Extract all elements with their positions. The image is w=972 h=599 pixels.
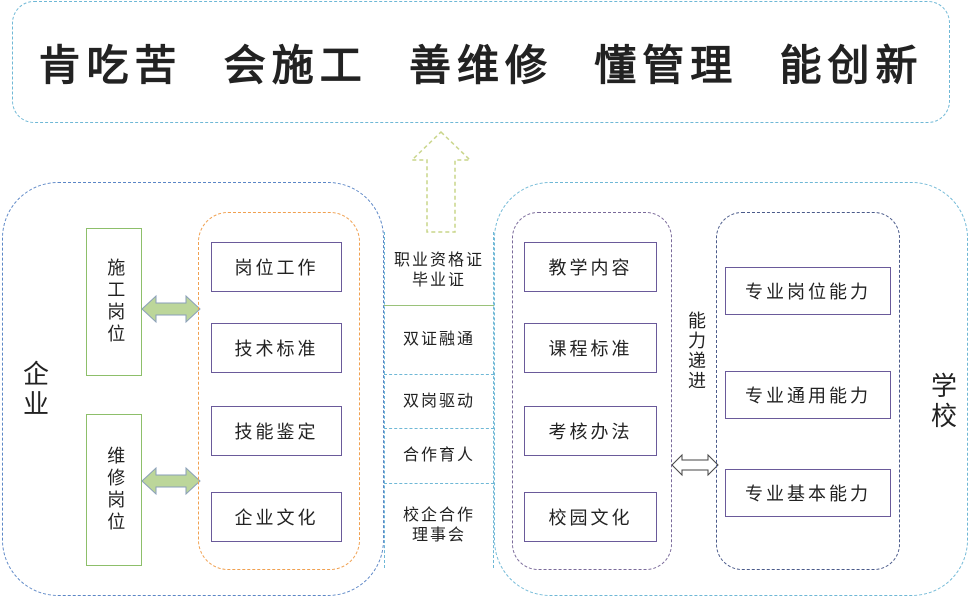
ability-post: 专业岗位能力 (725, 267, 891, 315)
up-arrow-icon (410, 130, 472, 233)
banner-title: 肯吃苦 会施工 善维修 懂管理 能创新 (38, 40, 924, 90)
middle-item-cooperation: 合作育人 (402, 445, 475, 464)
enterprise-item-job-work: 岗位工作 (211, 242, 342, 292)
enterprise-item-tech-standard: 技术标准 (211, 323, 342, 373)
ability-general: 专业通用能力 (725, 371, 891, 419)
ability-basic: 专业基本能力 (725, 469, 891, 517)
middle-divider (384, 374, 494, 375)
middle-item-dual-cert: 双证融通 (402, 329, 475, 348)
middle-item-council: 校企合作 理事会 (402, 505, 475, 544)
construction-post-box: 施工岗位 (86, 228, 142, 376)
school-item-culture: 校园文化 (524, 492, 657, 542)
enterprise-item-skill-appraisal: 技能鉴定 (211, 406, 342, 456)
school-items-frame (512, 212, 672, 570)
enterprise-label: 企业 (18, 360, 49, 420)
middle-divider (384, 483, 494, 484)
middle-item-dual-post: 双岗驱动 (402, 391, 475, 410)
double-arrow-icon (141, 466, 201, 496)
school-frame (494, 182, 968, 596)
middle-divider (384, 305, 494, 306)
middle-column (384, 232, 494, 568)
maintenance-post-box: 维修岗位 (86, 414, 142, 566)
ability-frame (716, 212, 900, 570)
middle-divider (384, 428, 494, 429)
enterprise-frame (2, 182, 384, 596)
school-item-content: 教学内容 (524, 242, 657, 292)
school-item-assessment: 考核办法 (524, 406, 657, 456)
double-arrow-icon (671, 453, 719, 477)
progression-label: 能力递进 (685, 311, 706, 391)
school-label: 学校 (926, 372, 957, 432)
enterprise-items-frame (198, 212, 360, 570)
banner-frame (12, 1, 950, 123)
double-arrow-icon (141, 294, 201, 324)
school-item-course-standard: 课程标准 (524, 323, 657, 373)
middle-item-certificates: 职业资格证 毕业证 (393, 250, 484, 289)
enterprise-item-culture: 企业文化 (211, 492, 342, 542)
